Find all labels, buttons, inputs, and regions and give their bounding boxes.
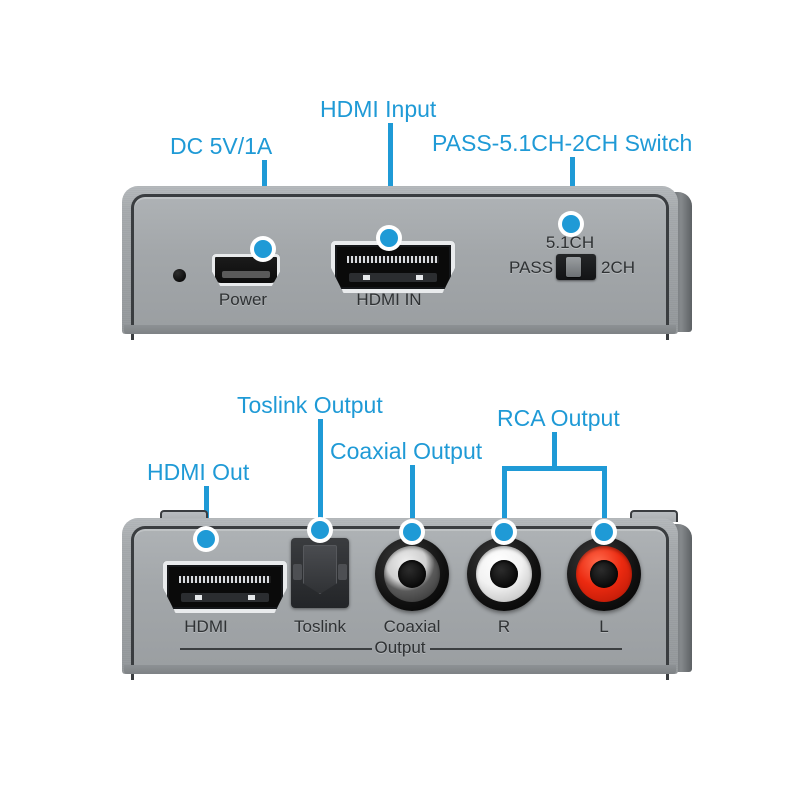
micro-usb-tongue [222,271,270,278]
hdmi-connector [331,241,455,293]
port-label-toslink: Toslink [294,617,346,636]
leader-line-coaxial-output [410,465,415,535]
port-label-coaxial: Coaxial [383,617,441,636]
switch-label-5-1ch: 5.1CH [545,233,595,252]
rca-ring-red [576,546,632,602]
hdmi-connector [163,561,287,613]
callout-dot-toslink-output [311,521,329,539]
device-foot [124,325,676,334]
hdmi-lip [181,593,269,602]
port-toslink[interactable] [291,538,349,608]
rca-hole [398,560,426,588]
callout-dot-dc-power [254,240,272,258]
port-coaxial[interactable] [375,537,449,611]
leader-line-hdmi-input [388,123,393,236]
device-foot [124,665,676,674]
output-group-label: Output [374,638,426,657]
port-hdmi-out[interactable] [163,561,287,613]
rca-jack [467,537,541,611]
port-rca-r[interactable] [467,537,541,611]
callout-dot-pass-switch [562,215,580,233]
rca-jack [375,537,449,611]
port-hdmi-in[interactable] [331,241,455,293]
annotation-label-coaxial-output: Coaxial Output [330,438,483,464]
toslink-shutter [303,545,337,594]
callout-dot-hdmi-input [380,229,398,247]
port-label-rca-l: L [599,617,609,636]
annotation-label-pass-switch: PASS-5.1CH-2CH Switch [432,130,693,156]
port-power[interactable] [212,254,280,286]
micro-usb-connector [212,254,280,286]
toslink-tab-right [338,564,347,580]
hdmi-pins [179,576,271,583]
switch-slider-nub[interactable] [566,257,581,277]
annotation-label-hdmi-out: HDMI Out [147,459,250,485]
optical-connector [291,538,349,608]
rca-jack [567,537,641,611]
output-bracket-right [430,648,622,650]
annotation-label-rca-output: RCA Output [497,405,620,431]
annotation-label-hdmi-input: HDMI Input [320,96,437,122]
leader-line-rca-crossbar [502,466,607,471]
toslink-tab-left [293,564,302,580]
leader-line-toslink-output [318,419,323,535]
switch-label-pass: PASS [509,258,554,277]
callout-dot-rca-r [495,523,513,541]
callout-dot-rca-l [595,523,613,541]
port-label-hdmi-out: HDMI [184,617,228,636]
leader-line-rca-r [502,466,507,535]
leader-line-rca-stem [552,432,557,470]
leader-line-rca-l [602,466,607,535]
port-label-rca-r: R [497,617,511,636]
hdmi-pins [347,256,439,263]
rca-hole [590,560,618,588]
led-indicator [173,269,186,282]
port-label-hdmi-in: HDMI IN [356,290,422,309]
rca-ring-white [476,546,532,602]
output-bracket-left [180,648,372,650]
callout-dot-coaxial-output [403,523,421,541]
port-rca-l[interactable] [567,537,641,611]
port-label-power: Power [218,290,268,309]
switch-label-2ch: 2CH [601,258,636,277]
callout-dot-hdmi-out [197,530,215,548]
annotation-label-toslink-output: Toslink Output [237,392,383,418]
annotation-label-dc-power: DC 5V/1A [170,133,273,159]
hdmi-lip [349,273,437,282]
rca-ring-black [384,546,440,602]
audio-mode-switch[interactable] [556,254,596,280]
rca-hole [490,560,518,588]
